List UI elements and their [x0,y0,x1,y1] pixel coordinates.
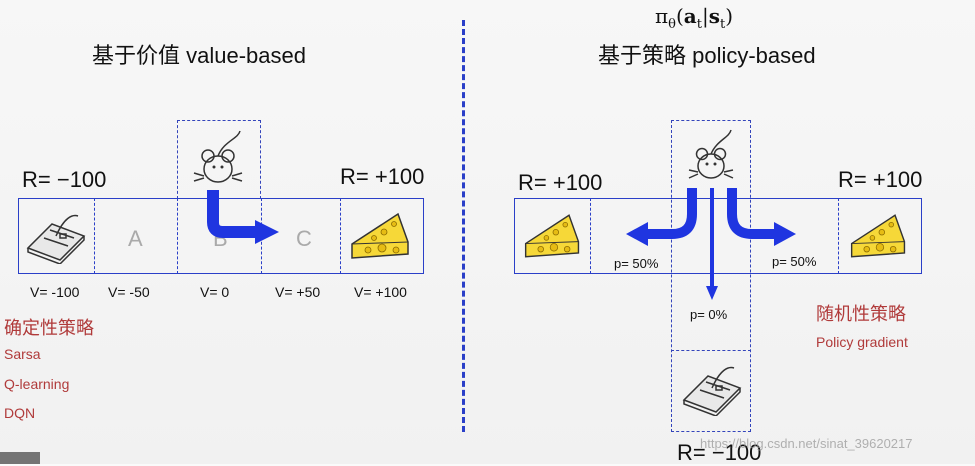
watermark: https://blog.csdn.net/sinat_39620217 [700,436,913,451]
right-reward-cheese-left: R= +100 [518,170,603,195]
mousetrap-icon [682,366,742,416]
right-reward-cheese-right: R= +100 [838,167,923,192]
section-divider [462,20,465,432]
right-reward-trap: R= −100 [677,440,762,465]
left-reward-trap: R= −100 [22,167,107,192]
right-vertical-column [671,120,751,432]
left-grid [18,198,424,274]
value-label: V= 0 [200,284,230,300]
stochastic-arrows [626,188,796,300]
algorithm-item: Q-learning [4,376,70,392]
stochastic-policy-heading: 随机性策略 [816,304,906,324]
probability-down: p= 0% [690,307,728,322]
value-label: V= -100 [30,284,80,300]
value-label: V= +50 [275,284,321,300]
cheese-icon [524,214,580,258]
cropped-element [0,452,40,464]
cell-label-a: A [128,226,143,251]
value-label: V= +100 [354,284,407,300]
policy-formula: πθ(at|st) [655,4,734,32]
policy-gradient-label: Policy gradient [816,334,908,350]
value-label: V= -50 [108,284,150,300]
cheese-icon [850,214,906,258]
cheese-icon [351,212,409,259]
right-grid [514,198,922,274]
algorithm-item: DQN [4,405,36,421]
algorithm-item: Sarsa [4,346,41,362]
cell-label-c: C [296,226,312,251]
deterministic-policy-heading: 确定性策略 [4,318,94,338]
deterministic-arrow [207,190,279,244]
value-based-title: 基于价值 value-based [92,43,306,68]
mousetrap-icon [26,214,86,264]
probability-right: p= 50% [772,254,817,269]
mouse-icon [193,130,243,183]
policy-based-title: 基于策略 policy-based [598,43,816,68]
left-mouse-cell [177,120,261,199]
left-reward-cheese: R= +100 [340,164,425,189]
mouse-icon [688,129,734,179]
probability-left: p= 50% [614,256,659,271]
